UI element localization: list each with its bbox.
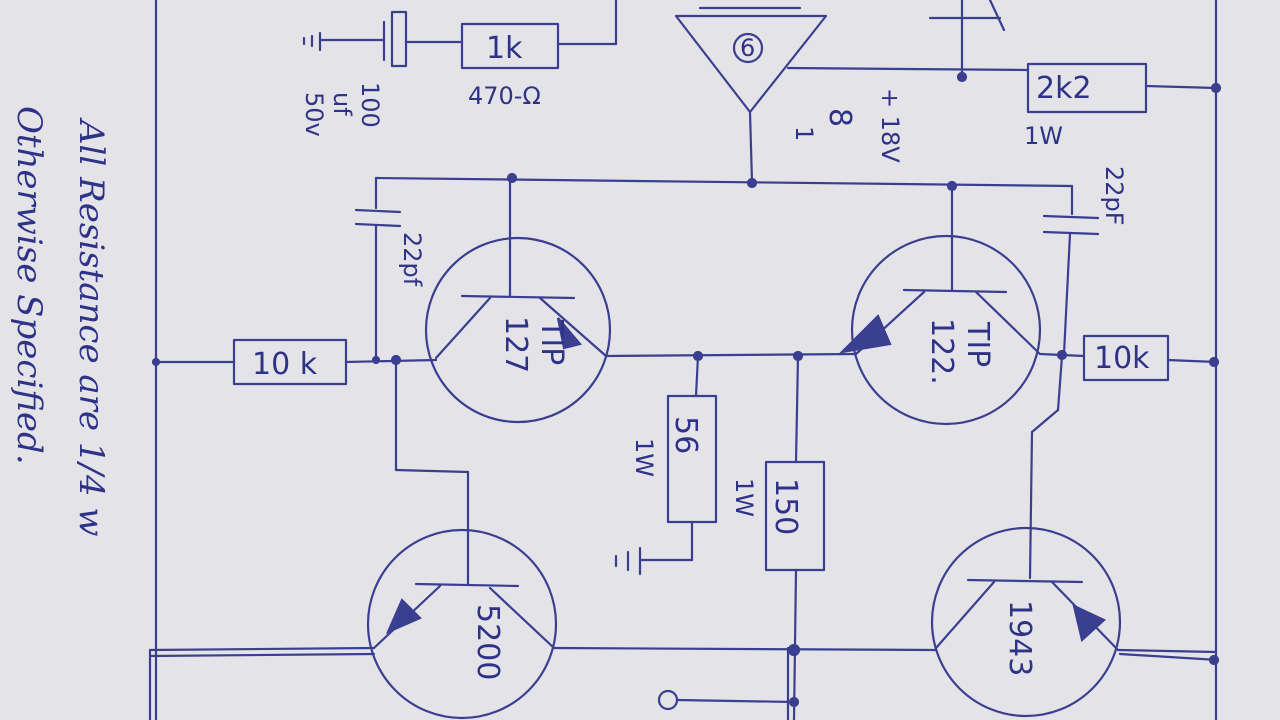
note-line2: Otherwise Specified. — [9, 106, 49, 465]
output-bus-wire — [552, 646, 938, 652]
label-2k2-power: 1W — [1024, 122, 1063, 150]
cap-22pf-left — [354, 176, 402, 362]
label-56: 56 — [668, 416, 703, 454]
top-input-network — [302, 0, 618, 70]
transistor-1943 — [930, 354, 1122, 718]
label-pin1: 1 — [790, 126, 818, 141]
label-22pf-right: 22pF — [1100, 166, 1128, 226]
transistor-tip127 — [424, 176, 612, 424]
top-right-diode — [928, 0, 1006, 83]
label-56-power: 1W — [630, 438, 658, 477]
label-470: 470-Ω — [468, 82, 541, 110]
label-5200: 5200 — [470, 604, 505, 680]
label-tip127-a: TIP — [534, 319, 569, 365]
emitter-link-wire — [604, 352, 858, 358]
label-cap-100: 100 — [356, 82, 384, 128]
label-tip122-b: 122. — [924, 318, 959, 385]
label-2k2: 2k2 — [1036, 71, 1092, 106]
note-line1: All Resistance are 1/4 w — [71, 117, 111, 536]
ic-opamp — [674, 6, 1030, 184]
label-10k-right: 10k — [1094, 341, 1150, 376]
label-22pf-left: 22pf — [398, 232, 426, 287]
label-1k: 1k — [486, 31, 523, 66]
bottom-left-wire — [148, 646, 376, 652]
resistor-10k-right — [1082, 334, 1170, 382]
label-supply: + 18V — [876, 88, 904, 163]
resistor-1k — [460, 22, 560, 70]
label-150-power: 1W — [730, 478, 758, 517]
resistor-2k2 — [1026, 62, 1148, 114]
label-pin6: 6 — [740, 34, 755, 62]
cap-22pf-right — [1042, 184, 1100, 356]
transistor-5200 — [366, 358, 558, 720]
label-150: 150 — [768, 478, 803, 535]
label-cap-50v: 50v — [300, 92, 328, 137]
ic-pin6-circle — [732, 32, 764, 64]
label-1943: 1943 — [1002, 600, 1037, 676]
label-tip122-a: TIP — [960, 321, 995, 367]
label-cap-uf: uf — [328, 92, 356, 116]
label-pin8: 8 — [822, 108, 857, 127]
cap-100uf-plate-b — [390, 10, 408, 68]
label-10k-left: 10 k — [252, 347, 318, 382]
label-tip127-b: 127 — [498, 316, 533, 373]
transistor-tip122 — [838, 184, 1042, 426]
